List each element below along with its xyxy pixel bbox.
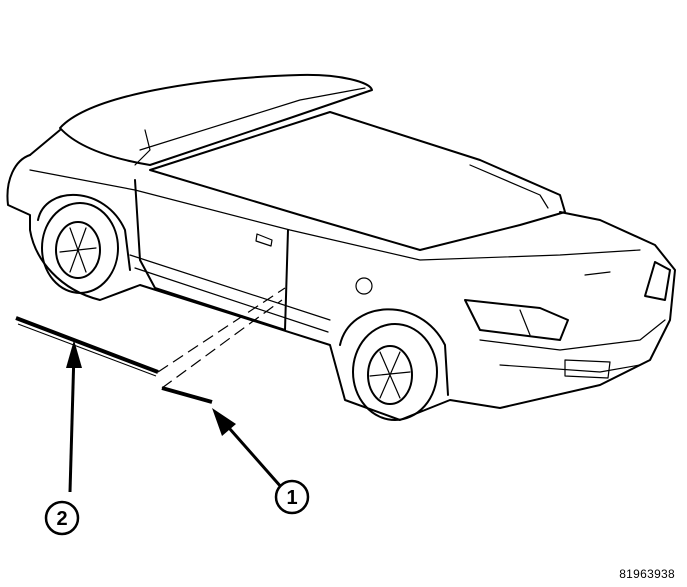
install-guide-line-2 [157, 287, 286, 373]
deck-lid [149, 111, 566, 251]
door-outline [134, 179, 289, 331]
install-guide-line-1 [161, 299, 283, 389]
deck-seam [469, 164, 549, 209]
callout-1-circle [274, 479, 310, 515]
leader-arrow-2 [66, 340, 82, 493]
body-outline [6, 154, 676, 421]
callout-1-label: 1 [286, 487, 297, 509]
molding-strip-2 [15, 316, 159, 374]
lower-crease [129, 254, 331, 321]
right-tail-lamp [644, 261, 671, 301]
leader-arrow-1 [212, 408, 284, 489]
license-plate-area [564, 359, 611, 379]
fuel-door [355, 277, 373, 295]
folded-top [59, 73, 373, 166]
rocker-line [134, 267, 329, 333]
top-seam [139, 87, 366, 151]
door-handle [255, 233, 273, 247]
tail-lamp [464, 299, 569, 341]
callout-2-label: 2 [56, 508, 67, 530]
front-edge [29, 129, 61, 156]
trunk-badge [584, 271, 611, 276]
car-illustration [6, 73, 676, 421]
rear-wheel [339, 308, 449, 421]
front-wheel [37, 193, 131, 294]
callout-2-circle [44, 500, 80, 536]
molding-strip-2-edge [17, 323, 157, 377]
top-bow [134, 129, 151, 166]
tail-lamp-divider [519, 309, 531, 336]
figure-id: 81963938 [619, 567, 675, 581]
bumper-top [479, 319, 666, 351]
beltline [29, 169, 641, 261]
molding-strip-1 [161, 386, 213, 404]
callout-1: 1 [274, 479, 310, 515]
callout-2: 2 [44, 500, 80, 536]
bumper-line [499, 364, 641, 373]
